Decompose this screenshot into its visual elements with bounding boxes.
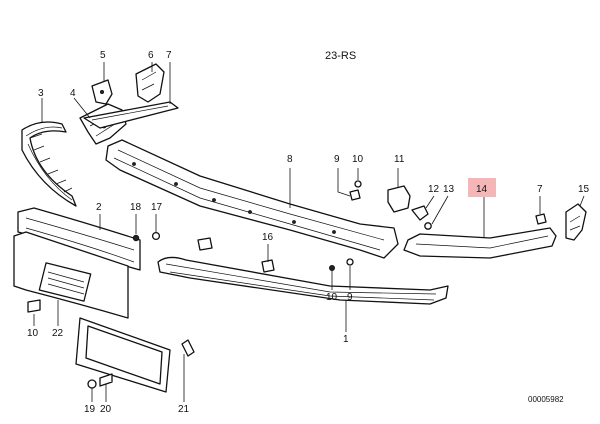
- label-3[interactable]: 3: [38, 88, 44, 99]
- label-10-lower[interactable]: 10: [326, 292, 338, 303]
- part-11-bracket[interactable]: [387, 185, 411, 213]
- part-17-nut[interactable]: [151, 231, 161, 241]
- part-12-clip[interactable]: [411, 205, 429, 221]
- leader-lines: [33, 62, 585, 402]
- part-9-screw-upper[interactable]: [349, 189, 361, 201]
- part-10-screw-left[interactable]: [27, 299, 41, 313]
- part-22-plate-panel[interactable]: [13, 231, 129, 319]
- part-10-washer-upper[interactable]: [354, 180, 362, 188]
- part-19-screw[interactable]: [87, 379, 97, 389]
- label-4[interactable]: 4: [70, 88, 76, 99]
- label-12[interactable]: 12: [428, 184, 440, 195]
- part-1-bumper-cover[interactable]: [157, 256, 449, 305]
- part-mount-bracket: [83, 101, 179, 129]
- label-15[interactable]: 15: [578, 184, 590, 195]
- part-5-clip[interactable]: [91, 79, 113, 105]
- label-20[interactable]: 20: [100, 404, 112, 415]
- label-18[interactable]: 18: [130, 202, 142, 213]
- part-14-highlight: [468, 178, 496, 197]
- drawing-reference: 00005982: [528, 395, 564, 404]
- label-13[interactable]: 13: [443, 184, 455, 195]
- label-9-lower[interactable]: 9: [347, 292, 353, 303]
- part-7-nut-right[interactable]: [535, 213, 547, 225]
- part-20-washer[interactable]: [99, 373, 113, 387]
- label-21[interactable]: 21: [178, 404, 190, 415]
- label-22[interactable]: 22: [52, 328, 64, 339]
- part-10-bolt-lower[interactable]: [328, 264, 335, 271]
- part-15-end-bracket[interactable]: [565, 203, 587, 241]
- part-13-nut[interactable]: [424, 222, 432, 230]
- label-5[interactable]: 5: [100, 50, 106, 61]
- label-11[interactable]: 11: [394, 154, 405, 165]
- part-clip-center: [197, 237, 213, 251]
- label-17[interactable]: 17: [151, 202, 163, 213]
- label-6[interactable]: 6: [148, 50, 154, 61]
- part-labels: 5 6 7 3 4 8 9 10 11 12 13 14 7 15 2 18 1…: [27, 50, 590, 415]
- label-9-top[interactable]: 9: [334, 154, 340, 165]
- part-16-bracket[interactable]: [261, 259, 275, 273]
- label-10-left[interactable]: 10: [27, 328, 39, 339]
- part-8-carrier-beam[interactable]: [105, 139, 399, 259]
- part-9-screw-lower[interactable]: [346, 258, 354, 266]
- label-14[interactable]: 14: [476, 184, 488, 195]
- label-8[interactable]: 8: [287, 154, 293, 165]
- diagram-code: 23-RS: [325, 50, 356, 62]
- label-16[interactable]: 16: [262, 232, 274, 243]
- label-2[interactable]: 2: [96, 202, 102, 213]
- part-18-screw[interactable]: [132, 234, 140, 242]
- label-1[interactable]: 1: [343, 334, 349, 345]
- label-19[interactable]: 19: [84, 404, 96, 415]
- part-21-plate-frame[interactable]: [75, 317, 195, 393]
- label-7-top[interactable]: 7: [166, 50, 172, 61]
- label-10-top[interactable]: 10: [352, 154, 364, 165]
- part-6-bracket[interactable]: [135, 63, 165, 103]
- part-3-side-trim[interactable]: [21, 121, 77, 207]
- part-14-corner-bumper[interactable]: [403, 227, 557, 259]
- label-7-right[interactable]: 7: [537, 184, 543, 195]
